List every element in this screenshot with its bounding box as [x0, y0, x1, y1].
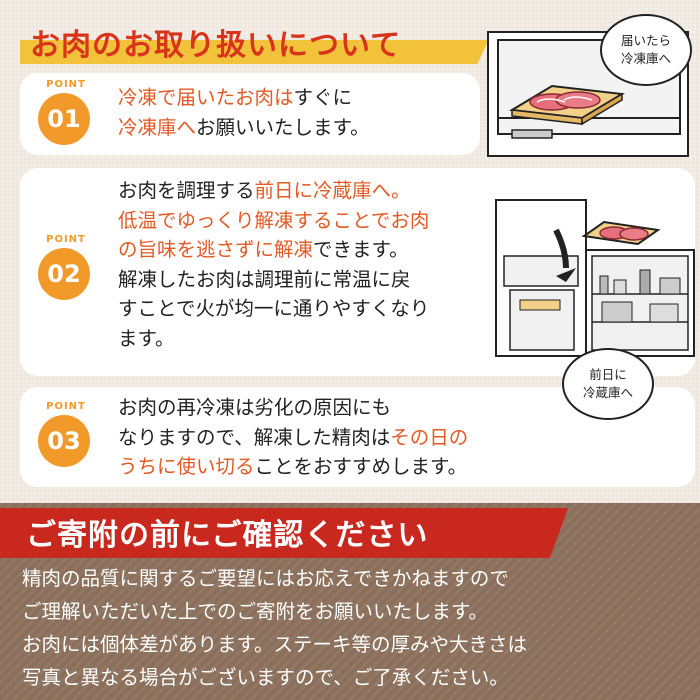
speech-bubble-freezer: 届いたら 冷凍庫へ — [600, 14, 692, 86]
body-text: すことで火が均一に通りやすくなり — [118, 297, 430, 320]
point-card-03: POINT 03 お肉の再冷凍は劣化の原因にもなりますので、解凍した精肉はその日… — [20, 387, 695, 487]
notice-title: ご寄附の前にご確認ください — [26, 518, 429, 553]
notice-line: 精肉の品質に関するご要望にはお応えできかねますので — [22, 567, 509, 590]
point-number: 02 — [38, 248, 90, 300]
highlighted-text: 前日に冷蔵庫へ。 — [254, 179, 411, 202]
notice-title-bar — [0, 508, 545, 558]
body-text: お願いいたします。 — [196, 115, 370, 139]
refrigerator-illustration — [495, 199, 695, 357]
text-line: お肉を調理する前日に冷蔵庫へ。 — [118, 176, 429, 206]
body-text: 解凍したお肉は調理前に常温に戻 — [118, 267, 411, 291]
text-line: 冷凍で届いたお肉はすぐに — [118, 83, 370, 113]
body-text: ます。 — [118, 326, 175, 350]
highlighted-text: 低温でゆっくり解凍することでお肉 — [118, 208, 430, 232]
text-line: 解凍したお肉は調理前に常温に戻 — [118, 265, 429, 295]
highlighted-text: の旨味を逃さずに解凍 — [118, 238, 314, 261]
notice-line: 写真と異なる場合がございますので、ご了承ください。 — [22, 666, 509, 689]
text-line: 冷凍庫へお願いいたします。 — [118, 113, 370, 143]
point-badge-02: POINT 02 — [34, 234, 98, 304]
highlighted-text: 冷凍で届いたお肉は — [118, 86, 294, 109]
highlighted-text: うちに使い切る — [118, 455, 255, 478]
point-label: POINT — [46, 234, 86, 245]
body-text: お肉の再冷凍は劣化の原因にも — [118, 396, 392, 419]
text-line: 低温でゆっくり解凍することでお肉 — [118, 206, 429, 236]
point-badge-01: POINT 01 — [34, 79, 98, 149]
bubble-line: 前日に — [589, 367, 627, 382]
bubble-line: 冷蔵庫へ — [582, 385, 633, 400]
point-number: 01 — [38, 93, 90, 145]
body-text: すぐに — [293, 86, 353, 109]
point-badge-03: POINT 03 — [34, 401, 98, 471]
point-number: 03 — [38, 415, 90, 467]
notice-line: ご理解いただいた上でのご寄附をお願いいたします。 — [22, 600, 489, 623]
point-card-01: POINT 01 冷凍で届いたお肉はすぐに冷凍庫へお願いいたします。 — [20, 73, 480, 155]
notice-text: 精肉の品質に関するご要望にはお応えできかねますので ご理解いただいた上でのご寄附… — [22, 562, 527, 694]
point-label: POINT — [46, 401, 86, 412]
point-text-02: お肉を調理する前日に冷蔵庫へ。低温でゆっくり解凍することでお肉の旨味を逃さずに解… — [118, 176, 429, 353]
point-text-03: お肉の再冷凍は劣化の原因にもなりますので、解凍した精肉はその日のうちに使い切るこ… — [118, 393, 468, 482]
text-line: お肉の再冷凍は劣化の原因にも — [118, 393, 468, 423]
highlighted-text: その日の — [390, 425, 469, 449]
body-text: お肉を調理する — [118, 179, 255, 202]
speech-bubble-fridge: 前日に 冷蔵庫へ — [562, 348, 654, 420]
bubble-line: 冷凍庫へ — [620, 51, 671, 66]
body-text: ことをおすすめします。 — [254, 455, 468, 478]
title-highlight-bar — [20, 20, 475, 64]
text-line: うちに使い切ることをおすすめします。 — [118, 452, 468, 482]
body-text: なりますので、解凍した精肉は — [118, 425, 391, 449]
freezer-illustration — [487, 31, 689, 157]
highlighted-text: 冷凍庫へ — [118, 115, 197, 139]
text-line: の旨味を逃さずに解凍できます。 — [118, 235, 429, 265]
text-line: すことで火が均一に通りやすくなり — [118, 294, 429, 324]
notice-line: お肉には個体差があります。ステーキ等の厚みや大きさは — [22, 633, 528, 656]
bubble-line: 届いたら — [620, 33, 671, 48]
text-line: ます。 — [118, 324, 429, 354]
point-text-01: 冷凍で届いたお肉はすぐに冷凍庫へお願いいたします。 — [118, 83, 370, 142]
body-text: できます。 — [313, 238, 409, 261]
text-line: なりますので、解凍した精肉はその日の — [118, 423, 468, 453]
page-title: お肉のお取り扱いについて — [30, 28, 402, 63]
point-label: POINT — [46, 79, 86, 90]
